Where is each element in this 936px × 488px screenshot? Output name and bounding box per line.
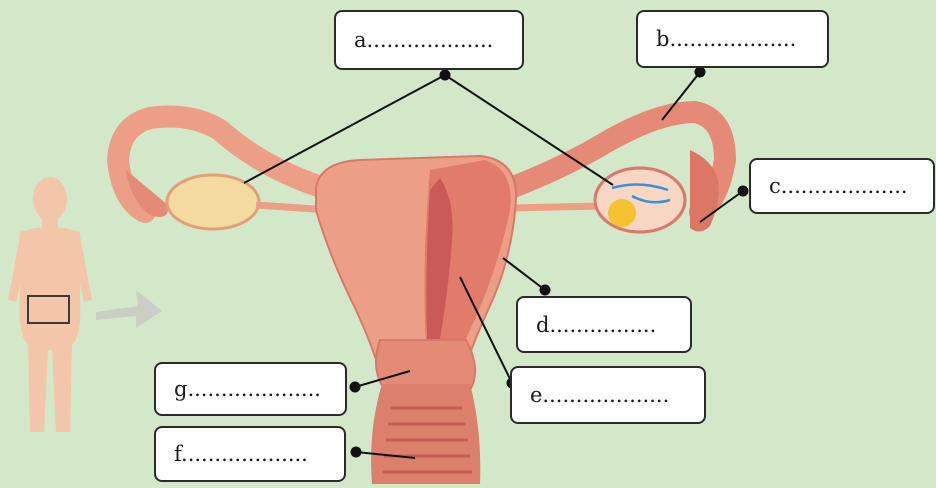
label-b-text: b................... bbox=[656, 27, 796, 51]
cervix bbox=[376, 340, 475, 390]
leader-d-dot bbox=[541, 286, 550, 295]
leader-c-dot bbox=[739, 187, 748, 196]
label-box-a[interactable]: a................... bbox=[334, 10, 524, 70]
label-f-text: f................... bbox=[174, 442, 308, 466]
label-d-text: d................ bbox=[536, 313, 656, 337]
label-box-c[interactable]: c................... bbox=[749, 158, 935, 214]
label-box-d[interactable]: d................ bbox=[516, 296, 692, 353]
label-e-text: e................... bbox=[530, 383, 669, 407]
leader-d bbox=[503, 258, 545, 290]
silhouette-neck bbox=[42, 216, 58, 228]
label-c-text: c................... bbox=[769, 174, 908, 198]
vagina bbox=[371, 384, 480, 484]
leader-a-dot bbox=[441, 71, 450, 80]
label-g-text: g.................... bbox=[174, 377, 321, 401]
label-a-text: a................... bbox=[354, 28, 493, 52]
label-box-e[interactable]: e................... bbox=[510, 366, 706, 424]
leader-f-dot bbox=[352, 448, 361, 457]
label-box-f[interactable]: f................... bbox=[154, 426, 346, 482]
pointer-arrow bbox=[96, 290, 162, 328]
silhouette-body bbox=[20, 227, 81, 432]
label-box-b[interactable]: b................... bbox=[636, 10, 829, 68]
body-silhouette bbox=[8, 177, 92, 432]
ovarian-follicle bbox=[608, 199, 636, 227]
leader-b-dot bbox=[696, 68, 705, 77]
label-box-g[interactable]: g.................... bbox=[154, 362, 347, 416]
leader-g-dot bbox=[351, 383, 360, 392]
silhouette-head bbox=[33, 177, 67, 221]
right-ovarian-ligament bbox=[512, 206, 600, 208]
